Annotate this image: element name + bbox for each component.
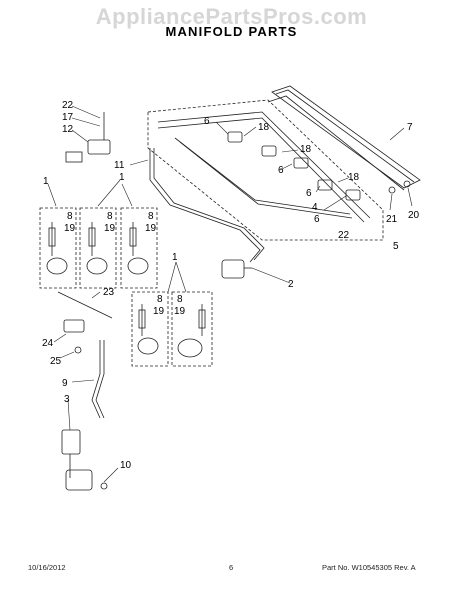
watermark-text: AppliancePartsPros.com — [95, 4, 368, 29]
regulator — [65, 469, 93, 491]
bracket — [63, 319, 85, 333]
footer-part-number: Part No. W10545305 Rev. A — [322, 563, 416, 572]
callout-6: 6 — [314, 214, 320, 225]
callout-19: 19 — [174, 306, 186, 317]
callout-1: 1 — [119, 172, 125, 183]
igniter-rod — [57, 291, 113, 319]
callout-7: 7 — [407, 122, 413, 133]
callout-22: 22 — [62, 100, 74, 111]
callout-18: 18 — [258, 122, 270, 133]
callout-11: 11 — [114, 160, 125, 171]
pressure-regulator — [221, 259, 245, 279]
gas-tube — [91, 340, 101, 419]
callout-21: 21 — [386, 214, 398, 225]
callout-8: 8 — [148, 211, 154, 222]
callout-8: 8 — [107, 211, 113, 222]
callout-9: 9 — [62, 378, 68, 389]
callout-5: 5 — [393, 241, 399, 252]
valve-box — [120, 207, 158, 289]
callout-19: 19 — [104, 223, 116, 234]
footer-page-number: 6 — [229, 563, 234, 572]
footer-date: 10/16/2012 — [28, 563, 66, 572]
valve-assembly — [46, 222, 149, 275]
manifold-fitting — [317, 179, 333, 191]
callout-1: 1 — [172, 252, 178, 263]
callout-6: 6 — [278, 165, 284, 176]
callout-24: 24 — [42, 338, 54, 349]
screw — [388, 186, 396, 194]
callout-8: 8 — [177, 294, 183, 305]
valve-assembly — [137, 304, 206, 358]
callout-19: 19 — [64, 223, 76, 234]
manifold-dashed-box — [147, 99, 384, 241]
manifold-tube — [157, 111, 371, 219]
callout-4: 4 — [312, 202, 318, 213]
callout-12: 12 — [62, 124, 74, 135]
page-title: MANIFOLD PARTS — [165, 24, 298, 39]
callout-3: 3 — [64, 394, 70, 405]
screw — [403, 180, 411, 188]
callout-1: 1 — [43, 176, 49, 187]
safety-valve — [61, 429, 81, 455]
callout-2: 2 — [288, 279, 294, 290]
callout-23: 23 — [103, 287, 115, 298]
manifold-tube — [157, 117, 365, 223]
callout-19: 19 — [145, 223, 157, 234]
valve-box — [131, 291, 169, 367]
valve-box — [79, 207, 117, 289]
callout-19: 19 — [153, 306, 165, 317]
manifold-fitting — [345, 189, 361, 201]
manifold-rail — [271, 85, 421, 189]
manifold-fitting — [261, 145, 277, 157]
callout-8: 8 — [157, 294, 163, 305]
callout-18: 18 — [348, 172, 360, 183]
callout-10: 10 — [120, 460, 132, 471]
manifold-fitting — [227, 131, 243, 143]
callout-25: 25 — [50, 356, 62, 367]
fitting — [100, 482, 108, 490]
callout-20: 20 — [408, 210, 420, 221]
callout-22: 22 — [338, 230, 350, 241]
callout-8: 8 — [67, 211, 73, 222]
valve-box — [171, 291, 213, 367]
nut — [74, 346, 82, 354]
gas-tube — [149, 148, 261, 263]
callout-6: 6 — [306, 188, 312, 199]
valve-box — [39, 207, 77, 289]
callout-6: 6 — [204, 116, 210, 127]
manifold-fitting — [293, 157, 309, 169]
callout-17: 17 — [62, 112, 74, 123]
callout-18: 18 — [300, 144, 312, 155]
bracket — [87, 139, 111, 155]
